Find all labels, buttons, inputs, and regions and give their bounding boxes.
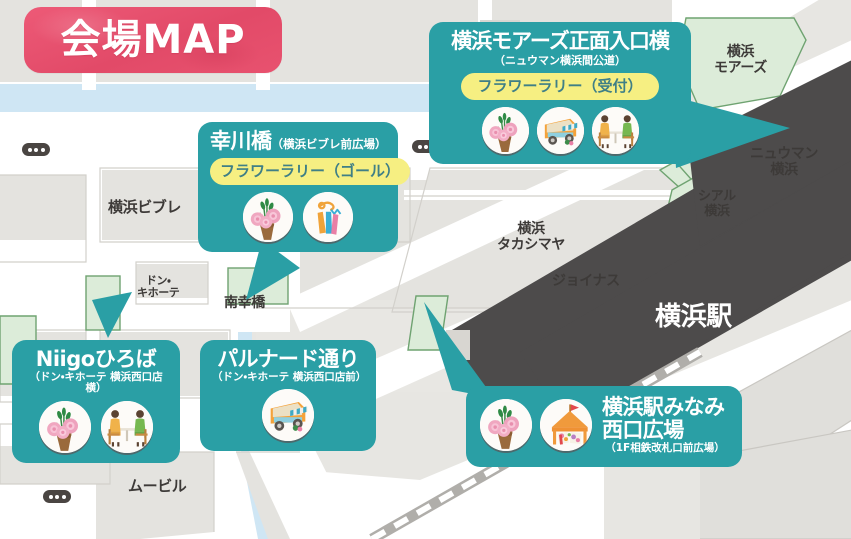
card-icon-row xyxy=(210,191,386,242)
card-icon-row xyxy=(212,389,364,442)
card-subtitle: （横浜ビブレ前広場） xyxy=(271,137,387,151)
card-icon-row xyxy=(24,400,168,453)
card-badge: フラワーラリー（ゴール） xyxy=(210,157,411,185)
tent-booth-icon xyxy=(540,399,592,452)
card-title: 横浜モアーズ正面入口横 xyxy=(451,29,670,53)
page-title: 会場MAP xyxy=(60,17,246,63)
lottery-draw-icon xyxy=(303,191,353,242)
flower-bouquet-icon xyxy=(39,400,91,453)
card-subtitle: （ニュウマン横浜間公道） xyxy=(494,53,626,67)
card-icon-row xyxy=(480,399,592,452)
food-truck-icon xyxy=(536,106,584,154)
flower-bouquet-icon xyxy=(243,191,293,242)
card-saiwaigawa-bridge[interactable]: 幸川橋（横浜ビブレ前広場） フラワーラリー（ゴール） xyxy=(198,122,411,252)
card-parnard-street[interactable]: パルナード通り （ドン・キホーテ 横浜西口店前） xyxy=(200,340,376,452)
card-title: パルナード通り xyxy=(217,347,359,371)
food-truck-icon xyxy=(262,389,314,442)
page-title-badge: 会場MAP xyxy=(24,7,282,73)
card-yokohama-station-minami-nishiguchi[interactable]: 横浜駅みなみ 西口広場 （1F相鉄改札口前広場） xyxy=(466,386,742,467)
card-title: 幸川橋 xyxy=(210,129,272,153)
flower-bouquet-icon xyxy=(480,399,532,452)
card-icon-row xyxy=(441,106,679,154)
card-yokohama-mores-entrance[interactable]: 横浜モアーズ正面入口横 （ニュウマン横浜間公道） フラワーラリー（受付） xyxy=(429,22,691,164)
card-title: Niigoひろば xyxy=(35,347,157,371)
card-niigo-hiroba[interactable]: Niigoひろば （ドン・キホーテ 横浜西口店横） xyxy=(12,340,180,463)
flower-bouquet-icon xyxy=(481,106,529,154)
people-table-icon xyxy=(101,400,153,453)
card-subtitle: （1F相鉄改札口前広場） xyxy=(605,442,725,455)
people-table-icon xyxy=(591,106,639,154)
card-subtitle: （ドン・キホーテ 横浜西口店横） xyxy=(29,370,163,395)
card-subtitle: （ドン・キホーテ 横浜西口店前） xyxy=(212,370,367,383)
card-badge: フラワーラリー（受付） xyxy=(461,72,659,100)
right-lower-plates xyxy=(604,329,851,539)
crosswalk-marker-bottom-left xyxy=(43,490,71,503)
crosswalk-marker-top-left xyxy=(22,143,50,156)
card-title: 横浜駅みなみ 西口広場 xyxy=(602,395,725,442)
